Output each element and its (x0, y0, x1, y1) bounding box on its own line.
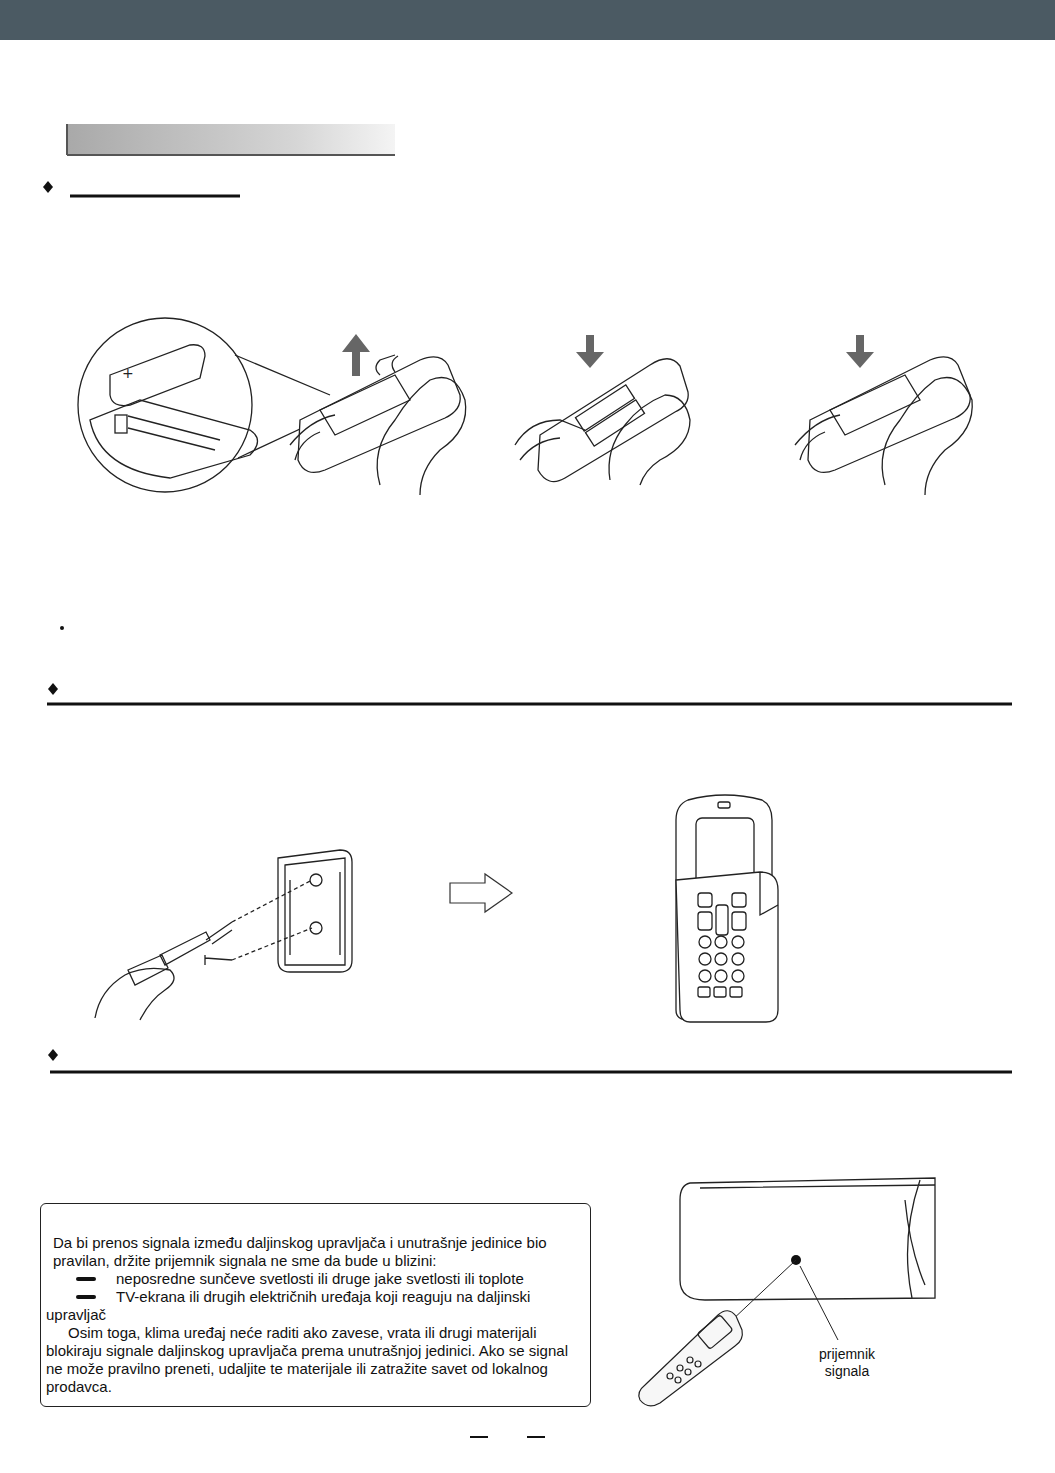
warning-text: Da bi prenos signala između daljinskog u… (53, 1234, 578, 1270)
bullet-item: neposredne sunčeve svetlosti ili druge j… (53, 1270, 578, 1288)
warning-box: Da bi prenos signala između daljinskog u… (40, 1203, 591, 1407)
drawing-circle (715, 953, 727, 965)
drawing-path (639, 1311, 743, 1406)
drawing-rect (698, 912, 712, 930)
section-bar-edge (66, 124, 68, 155)
paragraph-block: Da bi prenos signala između daljinskog u… (53, 1234, 578, 1270)
drawing-path (680, 1178, 935, 1300)
drawing-rect (732, 893, 746, 907)
drawing-line (232, 880, 312, 922)
bullet-item: TV-ekrana ili drugih električnih uređaja… (53, 1288, 578, 1324)
drawing-path (808, 357, 970, 473)
drawing-rect (585, 400, 644, 446)
arrow-down (576, 335, 604, 368)
drawing-path (609, 395, 690, 485)
drawing-circle (715, 970, 727, 982)
drawing-path (128, 416, 220, 450)
leader-line (800, 1266, 838, 1340)
remote-in-holder (676, 795, 778, 1022)
drawing-rect (714, 987, 726, 997)
remote-pointing (639, 1311, 743, 1406)
drawing-circle (715, 936, 727, 948)
drawing-path (285, 858, 345, 965)
drawing-path (320, 375, 410, 435)
drawing-rect (730, 987, 742, 997)
arrow-up (342, 334, 370, 376)
drawing-circle (699, 936, 711, 948)
drawing-circle (310, 874, 322, 886)
drawing-circle (732, 953, 744, 965)
drawing-circle (732, 936, 744, 948)
drawing-circle (675, 1377, 681, 1383)
drawing-path (278, 850, 352, 972)
drawing-line (232, 928, 312, 960)
drawing-path (882, 378, 972, 496)
warning-text: neposredne sunčeve svetlosti ili druge j… (116, 1270, 578, 1288)
drawing-circle (677, 1365, 683, 1371)
holder-mounting (95, 850, 352, 1020)
bullet-diamond (43, 181, 53, 193)
drawing-rect (697, 1315, 733, 1350)
remote-step-1 (290, 355, 466, 495)
drawing-path (830, 375, 920, 435)
process-arrow (450, 874, 512, 912)
warning-text: Osim toga, klima uređaj neće raditi ako … (46, 1324, 578, 1396)
drawing-circle (732, 970, 744, 982)
page-number-dash (470, 1436, 488, 1438)
drawing-path (290, 415, 335, 460)
callout-label: prijemnik signala (808, 1346, 886, 1380)
section-rule (47, 703, 1012, 706)
section-bar (68, 124, 395, 154)
drawing-path (700, 1180, 935, 1298)
dash-bullet (76, 1277, 96, 1281)
drawing-rect (718, 802, 730, 808)
remote-step-3 (795, 357, 972, 495)
section-bar-edge (67, 154, 395, 156)
drawing-path (290, 872, 340, 955)
drawing-circle (685, 1369, 691, 1375)
section-rule (50, 1071, 1012, 1074)
indoor-unit (680, 1178, 935, 1300)
drawing-path (377, 378, 466, 496)
dash-bullet (76, 1295, 96, 1299)
drawing-path (795, 415, 840, 460)
bullet-diamond (48, 683, 58, 695)
drawing-circle (667, 1373, 673, 1379)
battery-magnifier: + (78, 318, 330, 492)
drawing-circle (699, 970, 711, 982)
heading-rule (70, 195, 240, 198)
paragraph-block: Osim toga, klima uređaj neće raditi ako … (53, 1324, 578, 1396)
drawing-path (128, 955, 168, 985)
drawing-path (676, 872, 778, 1022)
drawing-path (205, 955, 232, 965)
drawing-path (160, 932, 210, 965)
drawing-rect (716, 905, 728, 935)
drawing-rect (732, 912, 746, 930)
page-number-dash (527, 1436, 545, 1438)
signal-line (730, 1260, 796, 1322)
drawing-path (515, 420, 585, 460)
header-bar (0, 0, 1055, 40)
drawing-rect (698, 987, 710, 997)
bullet-dot (60, 626, 64, 630)
drawing-circle (78, 318, 252, 492)
drawing-path (760, 872, 778, 915)
drawing-path (95, 968, 174, 1020)
drawing-path (905, 1200, 925, 1285)
drawing-rect (115, 415, 127, 433)
drawing-circle (695, 1361, 701, 1367)
drawing-path (376, 355, 398, 375)
drawing-circle (699, 953, 711, 965)
remote-step-2 (515, 359, 690, 485)
bullet-diamond (48, 1049, 58, 1061)
drawing-rect (698, 893, 712, 907)
plus-sign: + (122, 365, 134, 381)
warning-text: TV-ekrana ili drugih električnih uređaja… (46, 1288, 578, 1324)
arrow-down (846, 335, 874, 368)
drawing-path (110, 345, 205, 406)
drawing-circle (687, 1357, 693, 1363)
drawing-path (90, 400, 258, 478)
